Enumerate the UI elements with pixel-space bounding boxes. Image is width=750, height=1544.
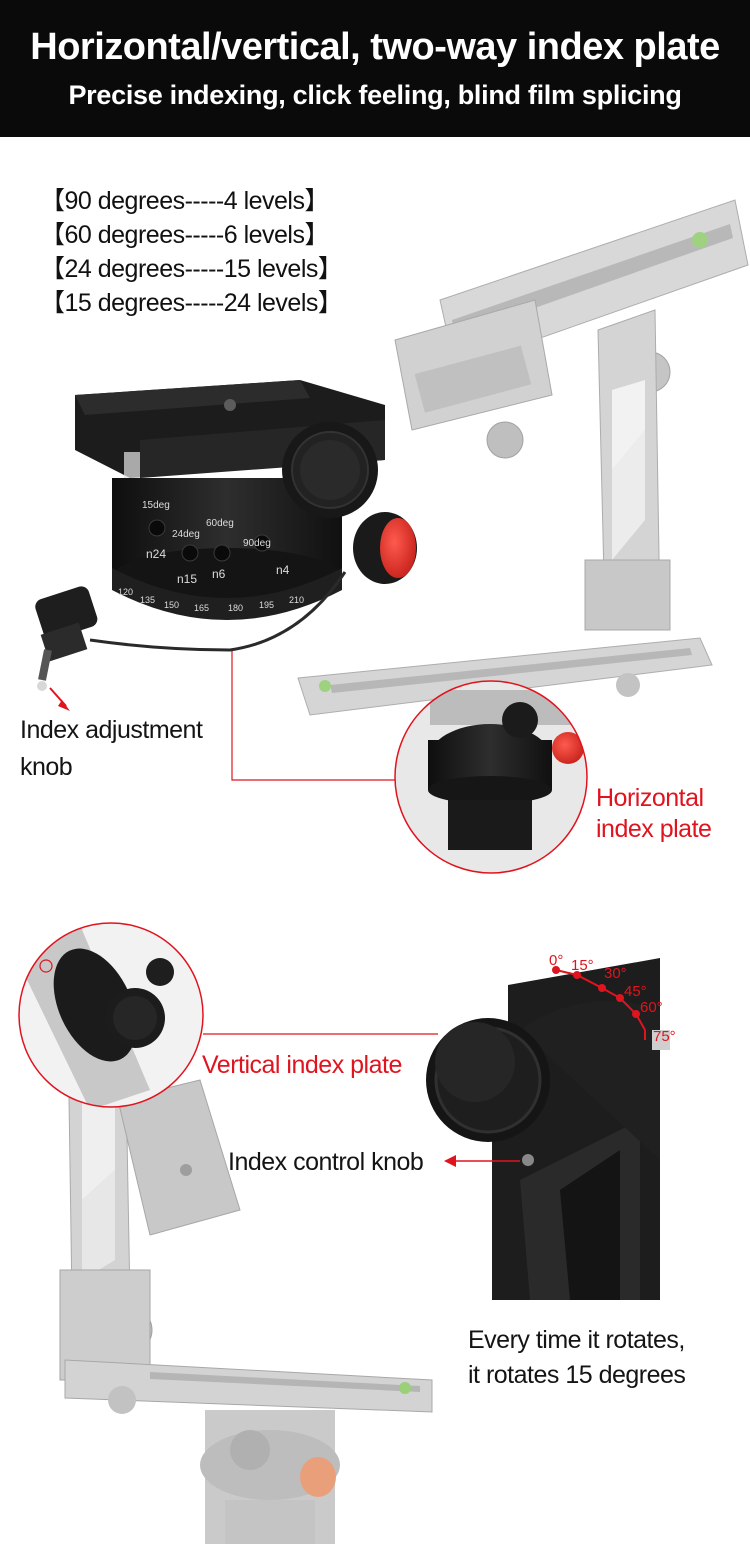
level-item-60: 【60 degrees-----6 levels】: [40, 221, 330, 249]
vertical-angle-marks: [552, 966, 646, 1040]
scale-150: 150: [164, 600, 179, 610]
label-rotation-note-2: it rotates 15 degrees: [468, 1361, 686, 1389]
angle-60: 60°: [640, 999, 663, 1016]
mark-n6: n6: [212, 567, 226, 581]
label-horizontal-index-plate-1: Horizontal: [596, 784, 704, 812]
base-markings: 15deg 24deg 60deg 90deg n24 n15 n6 n4 12…: [118, 500, 304, 613]
angle-0: 0°: [549, 952, 563, 969]
label-horizontal-index-plate-2: index plate: [596, 815, 712, 843]
angle-45: 45°: [624, 983, 647, 1000]
label-index-adjustment-knob-2: knob: [20, 753, 73, 781]
label-index-control-knob: Index control knob: [228, 1148, 424, 1176]
vertical-index-plate-closeup: [426, 958, 670, 1300]
mark-n24: n24: [146, 547, 166, 561]
vertical-rig-faded: [59, 1027, 433, 1544]
level-item-90: 【90 degrees-----4 levels】: [40, 187, 330, 215]
leader-line-top: [231, 650, 395, 781]
header-banner: Horizontal/vertical, two-way index plate…: [0, 0, 750, 137]
scale-180: 180: [228, 603, 243, 613]
mark-90deg: 90deg: [243, 538, 271, 549]
horizontal-zoom-circle: [394, 680, 588, 874]
page-subtitle: Precise indexing, click feeling, blind f…: [68, 80, 682, 110]
vertical-zoom-circle: [18, 922, 204, 1108]
mark-60deg: 60deg: [206, 518, 234, 529]
scale-165: 165: [194, 603, 209, 613]
scale-195: 195: [259, 600, 274, 610]
angle-labels: 0° 15° 30° 45° 60° 75°: [549, 952, 676, 1045]
mark-15deg: 15deg: [142, 500, 170, 511]
angle-15: 15°: [571, 957, 594, 974]
angle-75: 75°: [653, 1028, 676, 1045]
mark-24deg: 24deg: [172, 529, 200, 540]
horizontal-rig-faded: [297, 199, 749, 840]
label-rotation-note-1: Every time it rotates,: [468, 1326, 685, 1354]
angle-30: 30°: [604, 965, 627, 982]
index-base-unit: [35, 380, 417, 711]
mark-n15: n15: [177, 572, 197, 586]
label-index-adjustment-knob-1: Index adjustment: [20, 716, 203, 744]
mark-n4: n4: [276, 563, 290, 577]
page-title: Horizontal/vertical, two-way index plate: [30, 26, 720, 68]
level-item-15: 【15 degrees-----24 levels】: [40, 289, 343, 317]
scale-210: 210: [289, 595, 304, 605]
level-item-24: 【24 degrees-----15 levels】: [40, 255, 343, 283]
levels-list: 【90 degrees-----4 levels】 【60 degrees---…: [40, 184, 343, 320]
index-adjustment-knob: [35, 586, 98, 691]
scale-135: 135: [140, 595, 155, 605]
scale-120: 120: [118, 587, 133, 597]
label-vertical-index-plate: Vertical index plate: [202, 1051, 402, 1079]
